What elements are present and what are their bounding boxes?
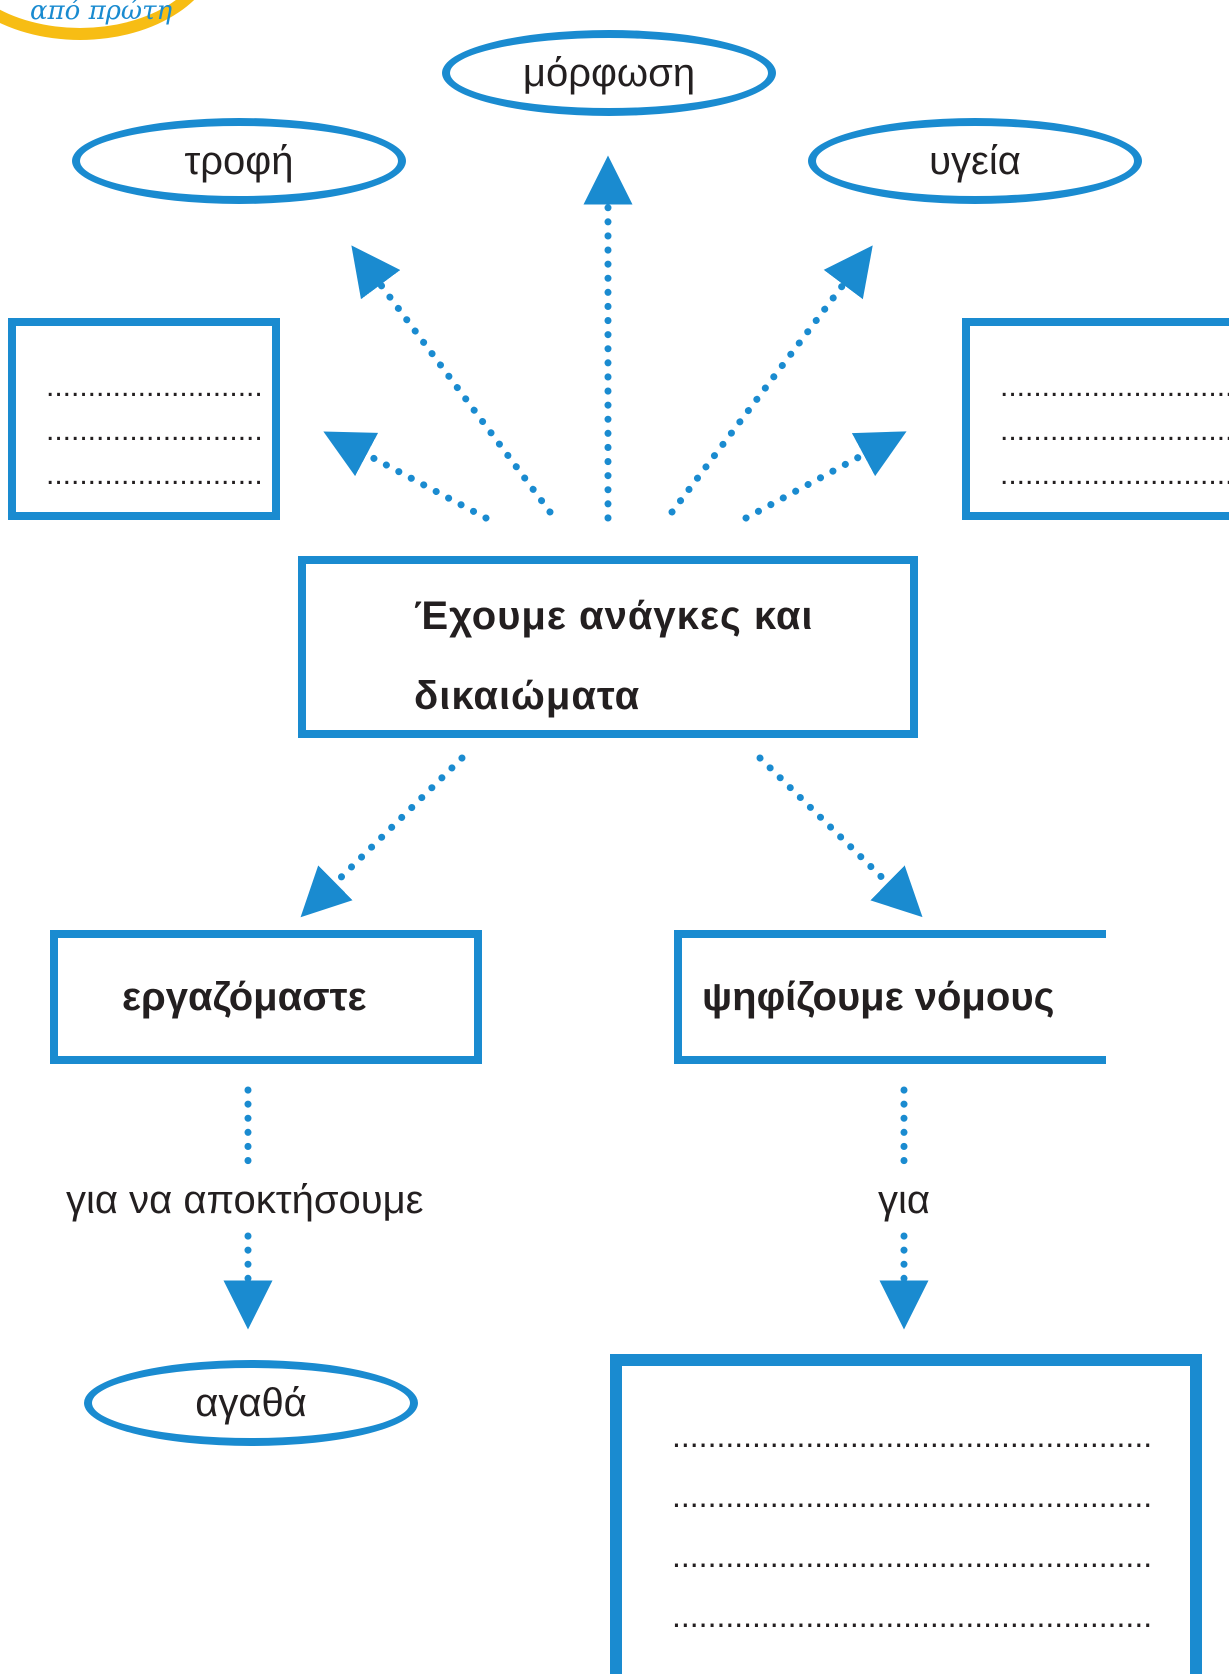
laws-label: ψηφίζουμε νόμους <box>702 974 1055 1019</box>
blank-box-right: ........................................… <box>962 318 1229 520</box>
center-title-line2: δικαιώματα <box>414 674 641 718</box>
blank-line: ........................................… <box>46 416 260 446</box>
blank-line: ........................................… <box>1000 372 1229 402</box>
blank-line: ........................................… <box>46 372 260 402</box>
blank-line: ........................................… <box>672 1600 1150 1632</box>
center-title-line1: Έχουμε ανάγκες και <box>414 594 814 638</box>
work-connector-text: για να αποκτήσουμε <box>62 1178 428 1223</box>
blank-line: ........................................… <box>672 1540 1150 1572</box>
center-box: Έχουμε ανάγκες και δικαιώματα <box>298 556 918 738</box>
arrow-to-work <box>300 754 466 918</box>
blank-line: ........................................… <box>672 1480 1150 1512</box>
blank-box-left: ........................................… <box>8 318 280 520</box>
work-box: εργαζόμαστε <box>50 930 482 1064</box>
goods-label: αγαθά <box>195 1380 307 1425</box>
arrow-to-right-box <box>742 431 907 522</box>
laws-box: ψηφίζουμε νόμους <box>674 930 1106 1064</box>
work-label: εργαζόμαστε <box>122 974 367 1019</box>
laws-connector-text: για <box>874 1178 935 1223</box>
blank-box-laws: ........................................… <box>610 1354 1202 1674</box>
need-education-label: μόρφωση <box>522 50 696 95</box>
blank-line: ........................................… <box>1000 460 1229 490</box>
blank-line: ........................................… <box>46 460 260 490</box>
blank-line: ........................................… <box>1000 416 1229 446</box>
goods-oval: αγαθά <box>84 1360 418 1446</box>
arrow-to-left-box <box>323 431 490 522</box>
arrow-to-food <box>351 245 554 516</box>
blank-line: ........................................… <box>672 1420 1150 1452</box>
need-oval-health: υγεία <box>808 118 1142 204</box>
need-health-label: υγεία <box>929 138 1021 183</box>
arrow-to-laws <box>756 754 923 918</box>
badge-text: από πρώτη <box>30 0 173 26</box>
need-food-label: τροφή <box>184 138 294 183</box>
arrow-to-health <box>668 245 873 516</box>
need-oval-education: μόρφωση <box>442 30 776 116</box>
need-oval-food: τροφή <box>72 118 406 204</box>
